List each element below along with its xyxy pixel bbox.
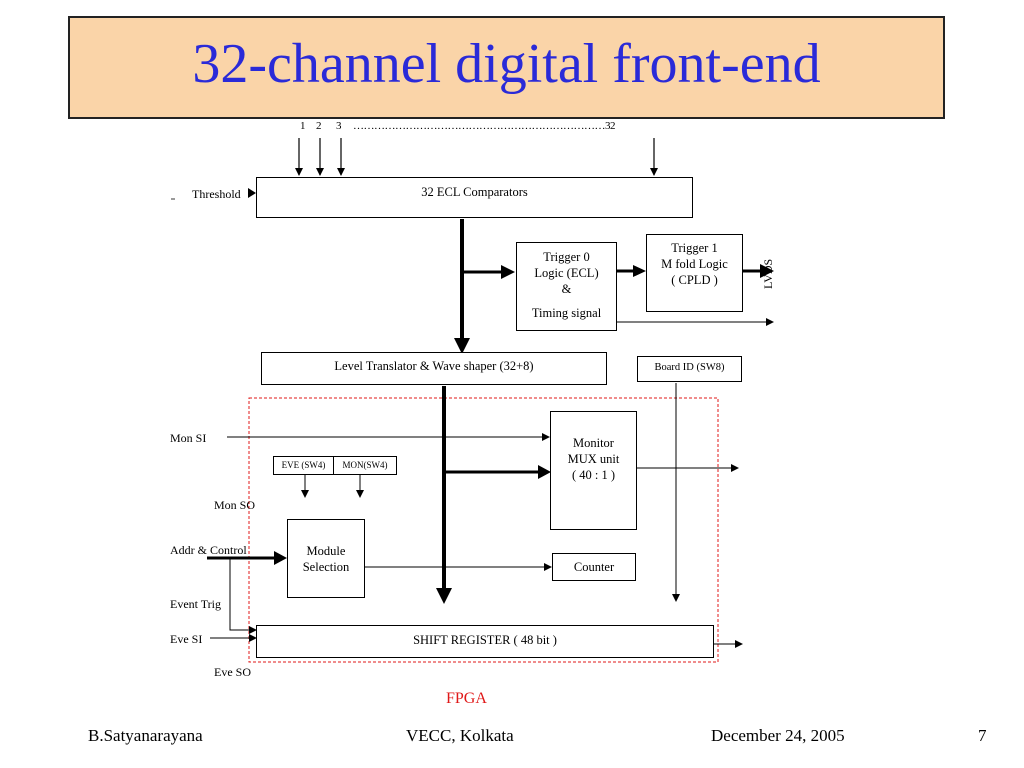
eve-si-label: Eve SI <box>170 632 203 646</box>
module-selection-line2: Selection <box>302 560 350 574</box>
footer-venue: VECC, Kolkata <box>406 726 514 745</box>
shift-register-label: SHIFT REGISTER ( 48 bit ) <box>413 633 557 647</box>
title-banner: 32-channel digital front-end <box>68 16 945 119</box>
trigger0-line3: & <box>561 282 572 296</box>
mon-so-label: Mon SO <box>214 498 256 512</box>
counter-label: Counter <box>573 560 615 574</box>
threshold-arrow <box>248 188 256 198</box>
event-trig-wire <box>229 558 257 634</box>
counter-box: Counter <box>552 553 636 581</box>
module-selection-box: Module Selection <box>287 519 365 598</box>
trigger1-line2: M fold Logic <box>661 257 728 271</box>
board-id-label: Board ID (SW8) <box>654 362 725 373</box>
slide-title: 32-channel digital front-end <box>192 33 821 95</box>
channel-2-label: 2 <box>316 120 322 132</box>
mon-sw-label: MON(SW4) <box>342 460 388 470</box>
monitor-mux-box: Monitor MUX unit ( 40 : 1 ) <box>550 411 637 530</box>
lvds-label: LVDS <box>761 258 775 289</box>
monitor-mux-line3: ( 40 : 1 ) <box>571 468 616 482</box>
threshold-label: Threshold <box>192 187 241 201</box>
trigger1-line1: Trigger 1 <box>671 241 718 255</box>
eve-sw-box: EVE (SW4) <box>273 456 334 475</box>
page-number: 7 <box>978 726 987 745</box>
comparators-box: 32 ECL Comparators <box>256 177 693 218</box>
shift-register-box: SHIFT REGISTER ( 48 bit ) <box>256 625 714 658</box>
eve-so-label: Eve SO <box>214 665 251 679</box>
eve-sw-label: EVE (SW4) <box>281 460 326 470</box>
footer-author: B.Satyanarayana <box>88 726 203 745</box>
monitor-mux-line1: Monitor <box>573 436 614 450</box>
trigger0-line1: Trigger 0 <box>543 250 590 264</box>
trigger1-box: Trigger 1 M fold Logic ( CPLD ) <box>646 234 743 312</box>
channel-1-label: 1 <box>300 120 306 132</box>
board-id-box: Board ID (SW8) <box>637 356 742 382</box>
channel-3-label: 3 <box>336 120 342 132</box>
footer-date: December 24, 2005 <box>711 726 845 745</box>
fpga-boundary <box>248 397 719 663</box>
level-translator-label: Level Translator & Wave shaper (32+8) <box>334 359 534 373</box>
mon-si-label: Mon SI <box>170 431 207 445</box>
fpga-label: FPGA <box>446 690 487 707</box>
mon-sw-box: MON(SW4) <box>333 456 397 475</box>
module-selection-line1: Module <box>306 544 346 558</box>
channel-dots-label: ………………………………………………………………32 <box>353 120 616 132</box>
comparators-label: 32 ECL Comparators <box>421 185 528 199</box>
monitor-mux-line2: MUX unit <box>567 452 620 466</box>
trigger0-box: Trigger 0 Logic (ECL) & Timing signal <box>516 242 617 331</box>
trigger1-line3: ( CPLD ) <box>671 273 718 287</box>
trigger0-line4: Timing signal <box>531 306 602 320</box>
event-trig-label: Event Trig <box>170 597 222 611</box>
addr-control-label: Addr & Control <box>170 543 247 557</box>
level-translator-box: Level Translator & Wave shaper (32+8) <box>261 352 607 385</box>
trigger0-line2: Logic (ECL) <box>534 266 599 280</box>
